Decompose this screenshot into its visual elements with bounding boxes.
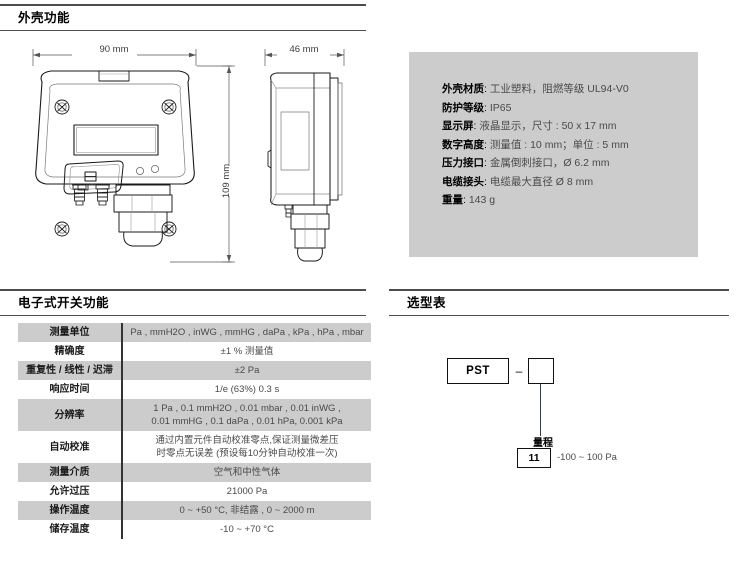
row-label: 允许过压	[18, 482, 123, 501]
spec-row: 显示屏: 液晶显示，尺寸 : 50 x 17 mm	[442, 117, 692, 136]
row-value: ±1 % 测量值	[122, 342, 371, 361]
order-code-range-slot[interactable]	[528, 358, 554, 384]
order-code-prefix-box: PST	[447, 358, 509, 384]
table-row: 测量单位 Pa , mmH2O , inWG , mmHG , daPa , k…	[18, 323, 371, 342]
row-value: 0 ~ +50 °C, 非结露 , 0 ~ 2000 m	[122, 501, 371, 520]
row-value-line: 时零点无误差 (预设每10分钟自动校准一次)	[156, 448, 338, 459]
order-code-range-code: 11	[517, 448, 551, 468]
section-title-order: 选型表	[407, 296, 447, 310]
order-code-diagram: PST – 量程 11 -100 ~ 100 Pa	[389, 330, 739, 480]
section-title-switch: 电子式开关功能	[18, 296, 110, 310]
table-row: 操作温度 0 ~ +50 °C, 非结露 , 0 ~ 2000 m	[18, 501, 371, 520]
housing-spec-list: 外壳材质: 工业塑料，阻燃等级 UL94-V0 防护等级: IP65 显示屏: …	[442, 80, 692, 210]
row-value-line: -10 ~ +70 °C	[220, 524, 274, 535]
spec-value: IP65	[489, 101, 512, 114]
row-label: 精确度	[18, 342, 123, 361]
spec-label: 数字高度	[442, 138, 484, 151]
row-value: 1 Pa , 0.1 mmH2O , 0.01 mbar , 0.01 inWG…	[122, 399, 371, 431]
spec-value: 液晶显示，尺寸 : 50 x 17 mm	[479, 120, 617, 132]
dimension-drawing-group: 90 mm 46 mm 109 mm	[0, 38, 380, 278]
spec-separator: :	[484, 157, 487, 169]
spec-separator: :	[484, 175, 487, 188]
row-value: 空气和中性气体	[122, 463, 371, 482]
row-value-line: ±2 Pa	[234, 365, 260, 376]
spec-label: 重量	[442, 194, 463, 206]
spec-row: 重量: 143 g	[442, 191, 692, 210]
row-value: 通过内置元件自动校准零点,保证测量微差压 时零点无误差 (预设每10分钟自动校准…	[122, 431, 371, 463]
row-label: 响应时间	[18, 380, 123, 399]
section-heading-switch: 电子式开关功能	[0, 289, 366, 316]
section-heading-housing: 外壳功能	[0, 4, 366, 31]
row-label: 重复性 / 线性 / 迟滞	[18, 361, 123, 380]
table-row: 储存温度 -10 ~ +70 °C	[18, 520, 371, 539]
row-label: 测量介质	[18, 463, 123, 482]
row-value-line: 1/e (63%) 0.3 s	[214, 384, 280, 395]
row-value-line: 空气和中性气体	[213, 467, 281, 478]
spec-label: 压力接口	[442, 157, 484, 169]
row-label: 测量单位	[18, 323, 123, 342]
spec-row: 电缆接头: 电缆最大直径 Ø 8 mm	[442, 173, 692, 192]
row-value-line: 0.01 mmHG , 0.1 daPa , 0.01 hPa, 0.001 k…	[151, 416, 343, 427]
switch-function-table: 测量单位 Pa , mmH2O , inWG , mmHG , daPa , k…	[18, 323, 371, 539]
spec-value: 143 g	[468, 194, 496, 206]
spec-label: 显示屏	[442, 120, 474, 132]
row-label: 储存温度	[18, 520, 123, 539]
spec-value: 测量值 : 10 mm；单位 : 5 mm	[489, 138, 629, 151]
spec-label: 电缆接头	[442, 175, 484, 188]
spec-row: 数字高度: 测量值 : 10 mm；单位 : 5 mm	[442, 136, 692, 155]
heading-rule-bottom	[0, 30, 366, 31]
row-value-line: Pa , mmH2O , inWG , mmHG , daPa , kPa , …	[130, 327, 364, 338]
spec-value: 金属倒刺接口，Ø 6.2 mm	[489, 157, 610, 169]
spec-separator: :	[473, 120, 477, 132]
row-label: 分辨率	[18, 399, 123, 431]
section-heading-order: 选型表	[389, 289, 729, 316]
spec-separator: :	[484, 138, 487, 151]
spec-separator: :	[484, 101, 487, 114]
section-title-housing: 外壳功能	[18, 11, 71, 25]
spec-row: 外壳材质: 工业塑料，阻燃等级 UL94-V0	[442, 80, 692, 99]
table-row: 测量介质 空气和中性气体	[18, 463, 371, 482]
heading-rule-bottom	[389, 315, 729, 316]
heading-rule-top	[0, 4, 366, 6]
table-row: 精确度 ±1 % 测量值	[18, 342, 371, 361]
table-row: 自动校准 通过内置元件自动校准零点,保证测量微差压 时零点无误差 (预设每10分…	[18, 431, 371, 463]
table-row: 分辨率 1 Pa , 0.1 mmH2O , 0.01 mbar , 0.01 …	[18, 399, 371, 431]
spec-value: 电缆最大直径 Ø 8 mm	[489, 175, 594, 188]
spec-value: 工业塑料，阻燃等级 UL94-V0	[489, 83, 629, 95]
row-value-line: 0 ~ +50 °C, 非结露 , 0 ~ 2000 m	[179, 505, 315, 516]
order-code-leader-line	[540, 384, 542, 436]
spec-label: 外壳材质	[442, 83, 484, 95]
housing-spec-panel: 外壳材质: 工业塑料，阻燃等级 UL94-V0 防护等级: IP65 显示屏: …	[409, 52, 698, 257]
spec-label: 防护等级	[442, 101, 484, 114]
front-width-label: 90 mm	[99, 44, 128, 55]
table-row: 允许过压 21000 Pa	[18, 482, 371, 501]
row-value-line: 通过内置元件自动校准零点,保证测量微差压	[155, 435, 339, 446]
side-width-label: 46 mm	[289, 44, 318, 55]
front-height-label: 109 mm	[221, 164, 232, 198]
spec-row: 压力接口: 金属倒刺接口，Ø 6.2 mm	[442, 154, 692, 173]
row-value: ±2 Pa	[122, 361, 371, 380]
order-code-range-description: -100 ~ 100 Pa	[557, 452, 617, 463]
row-value-line: 1 Pa , 0.1 mmH2O , 0.01 mbar , 0.01 inWG…	[153, 403, 341, 414]
spec-separator: :	[484, 83, 487, 95]
spec-row: 防护等级: IP65	[442, 99, 692, 118]
row-value: 21000 Pa	[122, 482, 371, 501]
spec-separator: :	[463, 194, 466, 206]
table-row: 重复性 / 线性 / 迟滞 ±2 Pa	[18, 361, 371, 380]
heading-rule-bottom	[0, 315, 366, 316]
table-row: 响应时间 1/e (63%) 0.3 s	[18, 380, 371, 399]
order-code-dash: –	[515, 364, 523, 378]
heading-rule-top	[389, 289, 729, 291]
row-label: 自动校准	[18, 431, 123, 463]
row-value: Pa , mmH2O , inWG , mmHG , daPa , kPa , …	[122, 323, 371, 342]
row-value-line: 21000 Pa	[226, 486, 268, 497]
row-value: -10 ~ +70 °C	[122, 520, 371, 539]
row-value-line: ±1 % 测量值	[220, 346, 274, 357]
heading-rule-top	[0, 289, 366, 291]
order-code-group-label: 量程	[533, 438, 553, 449]
row-value: 1/e (63%) 0.3 s	[122, 380, 371, 399]
row-label: 操作温度	[18, 501, 123, 520]
